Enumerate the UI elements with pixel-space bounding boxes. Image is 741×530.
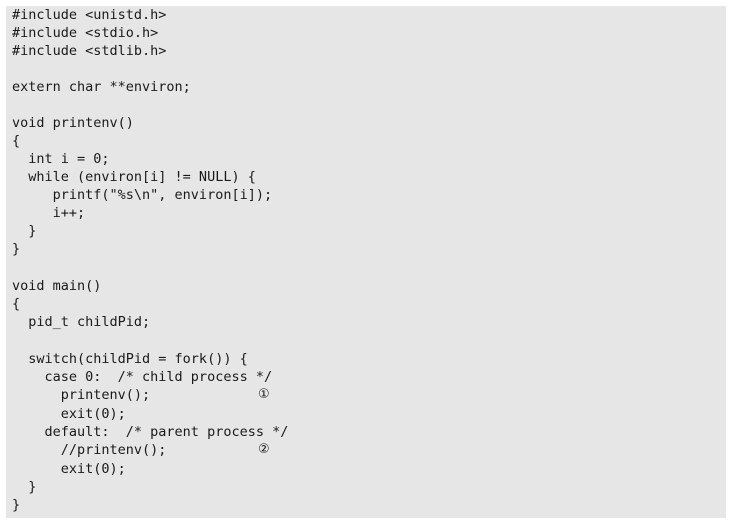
code-line-5: extern char **environ; [12,79,191,95]
code-listing: #include <unistd.h> #include <stdio.h> #… [6,6,726,518]
code-line-26: exit(0); [12,461,126,477]
code-line-14: } [12,241,21,257]
code-line-12: i++; [12,205,86,221]
marker-two: ② [258,442,270,457]
code-line-16: void main() [12,278,102,294]
code-line-8: { [12,133,21,149]
code-line-3: #include <stdlib.h> [12,43,167,59]
code-line-25: //printenv(); [12,442,167,458]
code-line-21: case 0: /* child process */ [12,369,273,385]
code-line-13: } [12,223,37,239]
code-line-22: printenv(); [12,387,151,403]
code-line-17: { [12,296,21,312]
code-line-27: } [12,479,37,495]
code-line-10: while (environ[i] != NULL) { [12,169,256,185]
code-line-2: #include <stdio.h> [12,25,159,41]
code-line-24: default: /* parent process */ [12,424,289,440]
code-line-7: void printenv() [12,115,134,131]
marker-one: ① [258,387,270,402]
code-line-18: pid_t childPid; [12,314,151,330]
code-line-1: #include <unistd.h> [12,7,167,23]
code-line-23: exit(0); [12,406,126,422]
code-line-28: } [12,497,21,513]
code-line-11: printf("%s\n", environ[i]); [12,187,273,203]
code-line-20: switch(childPid = fork()) { [12,351,248,367]
code-line-9: int i = 0; [12,151,110,167]
